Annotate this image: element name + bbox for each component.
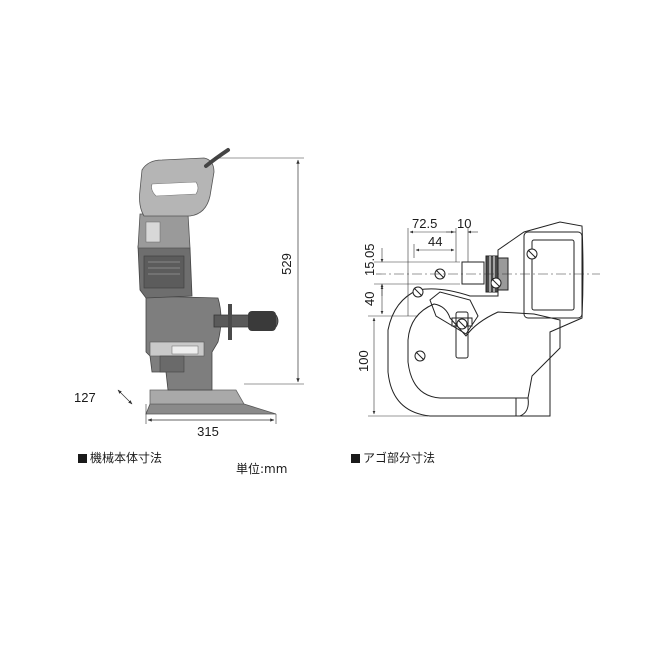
height-label: 529	[279, 253, 294, 275]
unit-caption: 単位:mm	[236, 460, 287, 477]
jaw-caption-text: アゴ部分寸法	[363, 451, 436, 465]
width-label: 315	[197, 424, 219, 439]
dim-40-label: 40	[362, 292, 377, 306]
dim-15-05-label: 15.05	[362, 243, 377, 276]
dim-100-label: 100	[356, 350, 371, 372]
dim-10-label: 10	[457, 216, 471, 231]
bullet-square-icon	[351, 454, 360, 463]
machine-caption-text: 機械本体寸法	[90, 451, 163, 465]
bullet-square-icon	[78, 454, 87, 463]
jaw-dimensions	[368, 228, 478, 417]
depth-dimension: 127	[74, 389, 133, 405]
dim-72-5-label: 72.5	[412, 216, 437, 231]
machine-caption: 機械本体寸法	[78, 449, 162, 466]
dim-44-label: 44	[428, 234, 442, 249]
depth-label: 127	[74, 390, 96, 405]
height-dimension: 529	[214, 157, 304, 385]
width-dimension: 315	[145, 404, 277, 439]
unit-caption-text: 単位:mm	[236, 462, 288, 476]
jaw-illustration	[387, 221, 584, 417]
jaw-caption: アゴ部分寸法	[351, 449, 435, 466]
machine-illustration	[137, 148, 279, 415]
